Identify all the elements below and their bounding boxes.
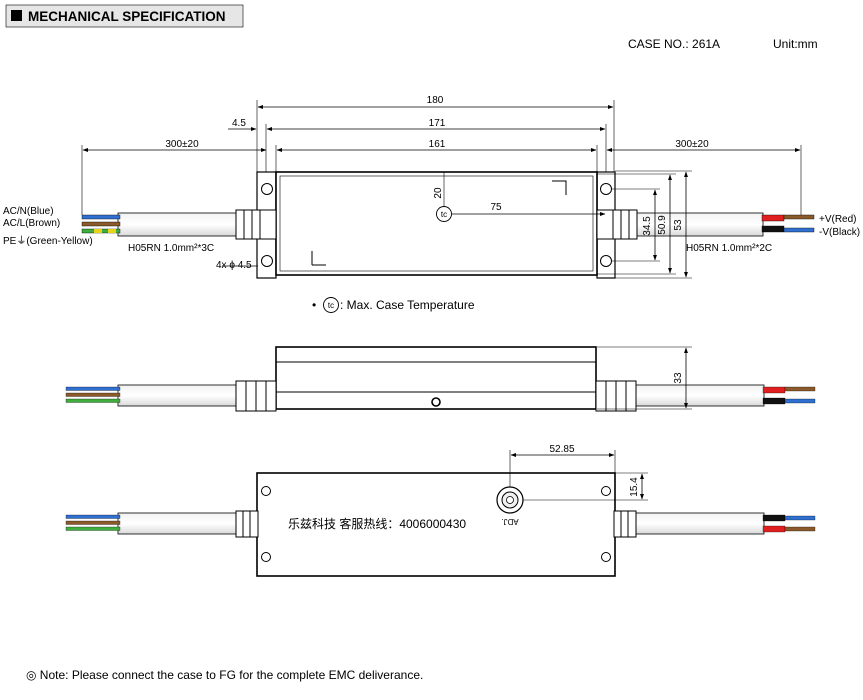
- header-title: MECHANICAL SPECIFICATION: [28, 9, 226, 24]
- dim-tc-top-label: 20: [433, 187, 444, 199]
- dim-adj-offset-label: 52.85: [549, 444, 574, 455]
- wire-label-ac-l: AC/L(Brown): [3, 218, 60, 229]
- dim-lead-left: 300±20: [81, 139, 267, 215]
- hole-callout-label: 4x ϕ 4.5: [216, 260, 252, 271]
- input-cable-spec: H05RN 1.0mm²*3C: [128, 243, 214, 254]
- dim-body-width: 50.9: [597, 173, 676, 275]
- dim-edge-offset-label: 4.5: [232, 118, 246, 129]
- wire-label-pe: PE⏚(Green-Yellow): [3, 235, 93, 247]
- hole-callout: 4x ϕ 4.5: [216, 260, 258, 271]
- svg-text:•: •: [312, 298, 316, 312]
- dim-lead-left-label: 300±20: [165, 139, 199, 150]
- tc-symbol-icon: [436, 206, 452, 222]
- mount-hole-icon: [600, 255, 612, 267]
- wire-brown: [81, 221, 121, 227]
- wire-label-neg: -V(Black): [819, 227, 860, 238]
- wire-label-ac-n: AC/N(Blue): [3, 206, 54, 217]
- strain-relief-left: [235, 209, 277, 240]
- mount-hole-icon: [261, 183, 273, 195]
- dim-tc-right-label: 75: [490, 202, 502, 213]
- tc-legend-text: : Max. Case Temperature: [340, 298, 475, 312]
- unit-label: Unit:mm: [773, 37, 818, 51]
- dim-body-length-label: 161: [429, 139, 446, 150]
- case-body-top: [275, 171, 598, 276]
- tc-point: 20 tc 75: [433, 172, 606, 222]
- mount-hole-icon: [261, 552, 271, 562]
- input-cable: [81, 209, 277, 240]
- dim-height-label: 33: [673, 372, 684, 384]
- dim-adj-height-label: 15.4: [629, 477, 640, 497]
- bottom-view: ADJ. 乐兹科技 客服热线：4006000430 52.85 15.4: [65, 444, 816, 577]
- mount-hole-icon: [600, 183, 612, 195]
- footer-note: ◎ Note: Please connect the case to FG fo…: [26, 668, 423, 682]
- tc-legend-icon: [323, 297, 339, 313]
- wire-blue-out: [783, 227, 815, 233]
- mount-hole-icon: [601, 486, 611, 496]
- dim-body-length: 161: [275, 139, 598, 172]
- output-cable-spec: H05RN 1.0mm²*2C: [686, 243, 772, 254]
- square-bullet-icon: [11, 10, 22, 21]
- wire-label-pos: +V(Red): [819, 214, 857, 225]
- wire-black: [761, 225, 785, 233]
- svg-text:tc: tc: [328, 301, 334, 310]
- mount-hole-icon: [261, 255, 273, 267]
- side-view: 33: [65, 346, 816, 412]
- side-screw-icon: [431, 397, 441, 407]
- header-box: [5, 4, 244, 28]
- dim-body-width-label: 50.9: [657, 215, 668, 235]
- dim-hole-spacing: 34.5: [612, 188, 660, 262]
- wire-red: [761, 214, 785, 222]
- tc-legend: • tc : Max. Case Temperature: [312, 297, 475, 313]
- strain-relief-bottom-right: [613, 510, 637, 538]
- dim-mount-pitch-label: 171: [429, 118, 446, 129]
- dim-hole-spacing-label: 34.5: [642, 216, 653, 236]
- top-view: 180 171 4.5 161 300±20 300±20: [3, 95, 860, 313]
- dim-total-width-label: 53: [673, 219, 684, 231]
- mount-hole-icon: [601, 552, 611, 562]
- wire-brown-out: [783, 214, 815, 220]
- dim-total-length: 180: [256, 95, 615, 175]
- dim-mount-pitch: 171 4.5: [228, 118, 607, 180]
- dim-total-width: 53: [615, 170, 692, 279]
- service-hotline: 乐兹科技 客服热线：4006000430: [288, 516, 466, 531]
- adj-label: ADJ.: [501, 517, 518, 526]
- dim-lead-right-label: 300±20: [675, 139, 709, 150]
- dim-lead-right: 300±20: [606, 139, 802, 215]
- section-header: MECHANICAL SPECIFICATION: [5, 4, 244, 28]
- case-number: CASE NO.: 261A: [628, 37, 720, 51]
- mount-hole-icon: [261, 486, 271, 496]
- strain-relief-bottom-left: [235, 510, 259, 538]
- case-body-bottom: [256, 472, 616, 577]
- wire-blue: [81, 214, 121, 220]
- tc-symbol-text: tc: [441, 210, 447, 219]
- dim-total-length-label: 180: [427, 95, 444, 106]
- output-cable: [596, 209, 815, 240]
